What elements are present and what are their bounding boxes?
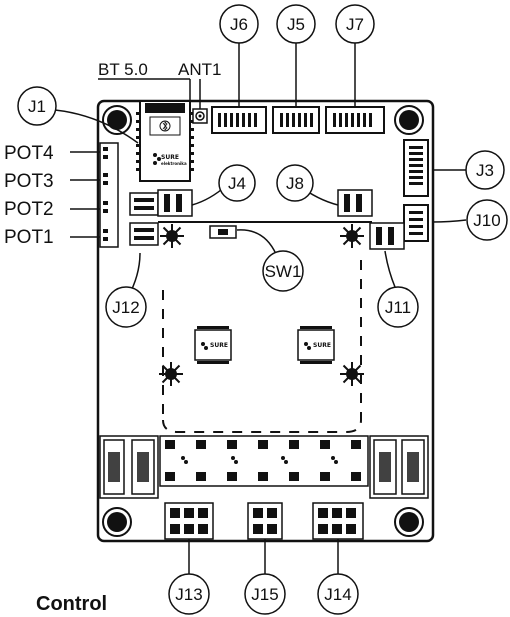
callout-sw1: SW1 xyxy=(262,250,304,292)
svg-text:J7: J7 xyxy=(346,15,364,34)
bluetooth-module: SURE elektronika xyxy=(139,100,191,182)
chip-right-brand: SURE xyxy=(313,342,331,349)
callout-j13: J13 xyxy=(168,573,210,615)
pot3-label: POT3 xyxy=(4,171,54,192)
connector-j5 xyxy=(272,106,320,134)
callout-j5: J5 xyxy=(276,4,316,44)
svg-text:J15: J15 xyxy=(251,585,278,604)
leader-lines xyxy=(54,42,467,575)
svg-text:J14: J14 xyxy=(324,585,351,604)
callout-j8: J8 xyxy=(276,164,314,202)
dashed-outline xyxy=(162,260,362,433)
connector-j12 xyxy=(129,222,159,246)
svg-text:J4: J4 xyxy=(228,174,246,193)
svg-text:SW1: SW1 xyxy=(265,262,302,281)
svg-text:J6: J6 xyxy=(230,15,248,34)
module-pads xyxy=(136,112,194,171)
connector-j10 xyxy=(403,204,429,242)
callout-j6: J6 xyxy=(219,4,259,44)
chip-left: SURE xyxy=(194,326,232,364)
callout-j3: J3 xyxy=(465,150,505,190)
star-pads xyxy=(159,224,364,386)
callout-j1: J1 xyxy=(17,86,57,126)
sure-logo-icon xyxy=(153,153,161,165)
bluetooth-icon xyxy=(159,120,171,132)
chip-left-brand: SURE xyxy=(210,342,228,349)
connector-j1 xyxy=(129,192,159,216)
connector-j14 xyxy=(312,502,364,540)
svg-text:J3: J3 xyxy=(476,161,494,180)
pot-connectors xyxy=(99,142,119,248)
module-subtext: elektronika xyxy=(161,161,187,166)
diagram-caption: Control xyxy=(36,593,108,615)
connector-j13 xyxy=(164,502,214,540)
connector-j8 xyxy=(337,189,373,217)
callout-j7: J7 xyxy=(335,4,375,44)
chip-right: SURE xyxy=(297,326,335,364)
svg-text:J12: J12 xyxy=(112,298,139,317)
connector-j7 xyxy=(325,106,385,134)
connector-j3 xyxy=(403,139,429,197)
pot1-label: POT1 xyxy=(4,227,54,248)
svg-text:J5: J5 xyxy=(287,15,305,34)
pot2-label: POT2 xyxy=(4,199,54,220)
mounting-hole-tr xyxy=(394,105,424,135)
svg-text:J8: J8 xyxy=(286,174,304,193)
connector-j4 xyxy=(157,189,193,217)
mounting-hole-tl xyxy=(102,105,132,135)
module-brand: SURE xyxy=(161,154,179,161)
svg-text:J13: J13 xyxy=(175,585,202,604)
mounting-hole-br xyxy=(394,507,424,537)
connector-j6 xyxy=(211,106,267,134)
antenna-connector xyxy=(192,108,208,124)
ant1-label: ANT1 xyxy=(178,60,221,79)
pot4-label: POT4 xyxy=(4,143,54,164)
callout-j12: J12 xyxy=(105,286,147,328)
connector-j11 xyxy=(369,222,405,250)
connector-j15 xyxy=(247,502,283,540)
power-section xyxy=(99,435,429,499)
callout-j15: J15 xyxy=(244,573,286,615)
switch-sw1 xyxy=(209,225,237,239)
callout-j11: J11 xyxy=(377,286,419,328)
svg-text:J10: J10 xyxy=(473,211,500,230)
callout-j4: J4 xyxy=(218,164,256,202)
svg-text:J1: J1 xyxy=(28,97,46,116)
mounting-hole-bl xyxy=(102,507,132,537)
callout-j14: J14 xyxy=(317,573,359,615)
bt-label: BT 5.0 xyxy=(98,60,148,79)
callout-j10: J10 xyxy=(466,199,508,241)
svg-text:J11: J11 xyxy=(385,298,411,317)
